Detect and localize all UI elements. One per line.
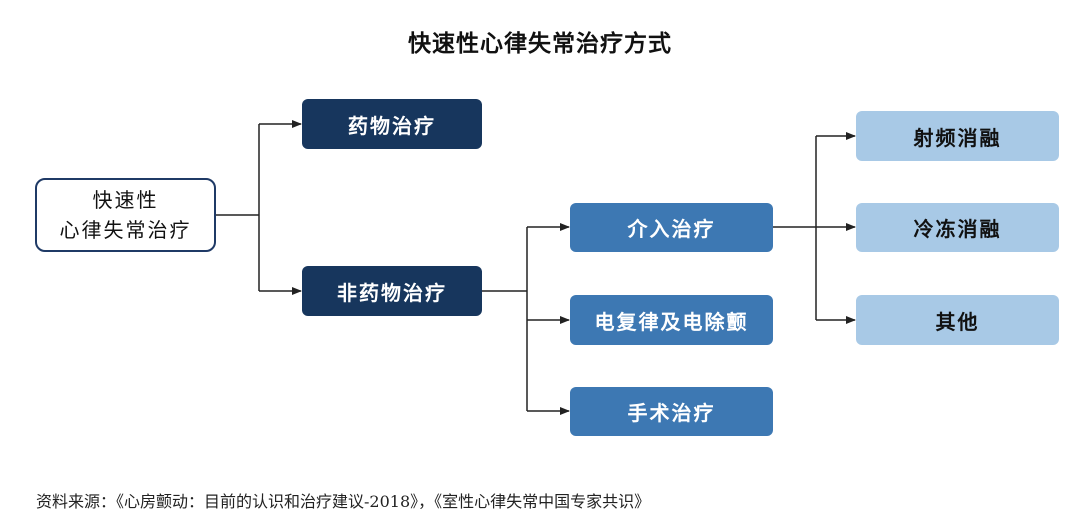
node-interventional: 介入治疗 xyxy=(570,203,773,252)
diagram-title: 快速性心律失常治疗方式 xyxy=(408,31,672,57)
node-surgery: 手术治疗 xyxy=(570,387,773,436)
node-non-drug-therapy: 非药物治疗 xyxy=(302,266,482,316)
source-note: 资料来源：《心房颤动：目前的认识和治疗建议-2018》，《室性心律失常中国专家共… xyxy=(36,492,651,511)
root-node: 快速性 心律失常治疗 xyxy=(35,178,216,252)
node-cardioversion: 电复律及电除颤 xyxy=(570,295,773,345)
node-cryo-ablation: 冷冻消融 xyxy=(856,203,1059,252)
node-rf-ablation: 射频消融 xyxy=(856,111,1059,161)
node-drug-therapy: 药物治疗 xyxy=(302,99,482,149)
root-line-1: 快速性 xyxy=(92,188,159,212)
node-other: 其他 xyxy=(856,295,1059,345)
root-line-2: 心律失常治疗 xyxy=(59,218,192,242)
